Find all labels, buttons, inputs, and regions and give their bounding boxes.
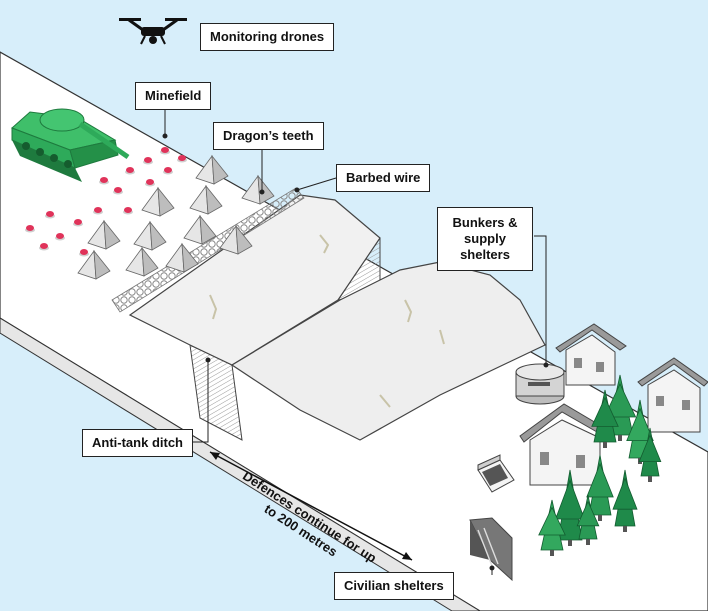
distance-arrow [209,451,413,561]
tree-icon [638,427,662,482]
mine-icon [113,187,123,195]
dragons-tooth-icon [219,224,253,255]
dragons-tooth-icon [195,154,229,185]
ground-edge [0,317,481,611]
mine-icon [163,167,173,175]
dragons-tooth-icon [165,242,199,273]
mine-icon [93,207,103,215]
dragons-tooth-icon [133,220,167,251]
house-icon [555,323,627,386]
tree-icon [591,389,619,448]
drone-icon [119,18,187,45]
tank-icon [11,108,130,182]
shelter-hatch-icon [469,517,513,582]
dragons-tooth-icon [77,249,111,280]
mine-icon [55,233,65,241]
mine-icon [145,179,155,187]
mine-icon [25,225,35,233]
mine-icon [39,243,49,251]
label-anti-tank-ditch: Anti-tank ditch [82,429,193,457]
mine-icon [143,157,153,165]
tree-icon [576,494,600,545]
embankment-front [128,194,381,366]
tree-group [538,374,662,556]
house-icon [637,357,708,433]
mine-icon [99,177,109,185]
mine-icon [79,249,89,257]
tree-icon [586,454,614,521]
dragons-tooth-icon [241,174,275,205]
label-monitoring-drones: Monitoring drones [200,23,335,51]
mine-icon [125,167,135,175]
tree-icon [538,499,566,556]
mine-icon [45,211,55,219]
shelter-hatch-icon [477,454,515,493]
leader-lines [162,108,549,575]
tree-icon [612,469,638,532]
barbed-wire-coil [111,187,305,313]
label-bunkers-supply-shelters: Bunkers & supply shelters [437,207,533,271]
label-dragons-teeth: Dragon’s teeth [213,122,324,150]
label-civilian-shelters: Civilian shelters [334,572,454,600]
minefield-mines [25,147,187,257]
embankment-back [230,261,546,441]
mine-icon [123,207,133,215]
mine-icon [177,155,187,163]
tree-icon [555,469,585,546]
mine-icon [73,219,83,227]
dragons-tooth-icon [189,184,223,215]
label-minefield: Minefield [135,82,212,110]
dragons-tooth-icon [141,186,175,217]
dragons-tooth-icon [87,219,121,250]
label-barbed-wire: Barbed wire [336,164,431,192]
dragons-tooth-icon [183,214,217,245]
bunker-icon [515,363,565,405]
embankment-cracks [209,234,445,408]
house-icon [519,403,609,486]
dragons-tooth-icon [125,246,159,277]
mine-icon [160,147,170,155]
